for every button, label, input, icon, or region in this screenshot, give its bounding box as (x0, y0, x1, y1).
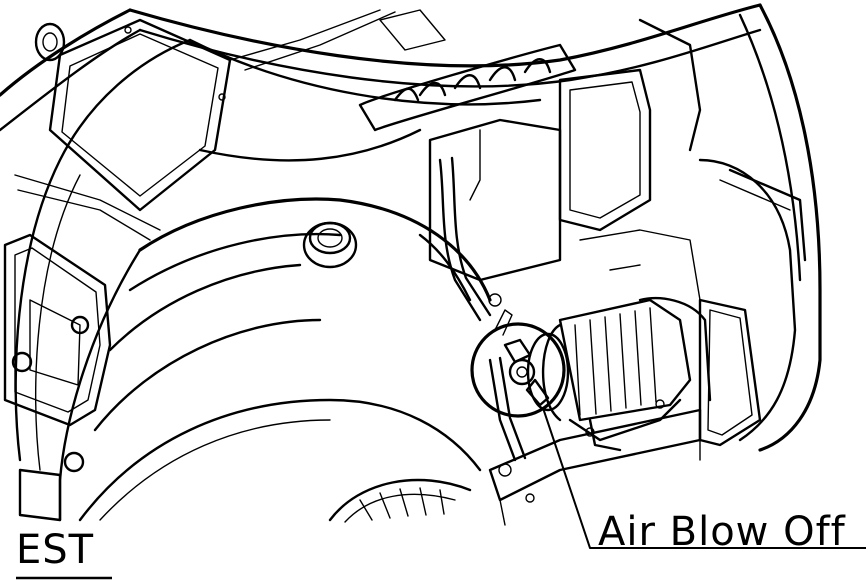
inner-tank (428, 68, 701, 301)
motor-assembly (488, 293, 702, 526)
callout-marker (470, 322, 866, 549)
left-control-panel (3, 174, 161, 522)
wheel-arch (78, 197, 492, 523)
hoses (418, 129, 527, 477)
air-blow-off-callout-label: Air Blow Off (598, 509, 846, 555)
view-name-label: EST (16, 527, 95, 573)
left-body-panel (0, 8, 232, 522)
top-hood (124, 3, 762, 162)
right-body (638, 3, 822, 452)
